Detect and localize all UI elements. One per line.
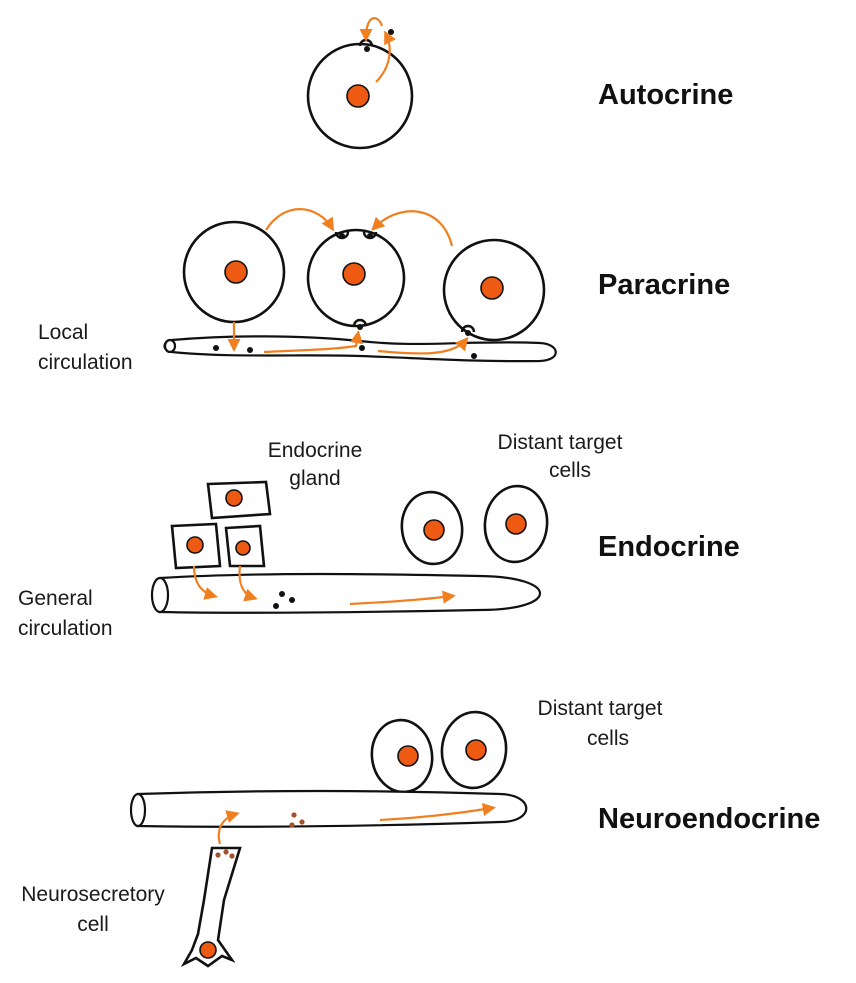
- vessel-opening: [129, 792, 147, 828]
- ligand: [339, 233, 345, 239]
- neurosecretory-nucleus: [199, 941, 217, 959]
- endocrine-gland-label-line1: Endocrine: [267, 439, 363, 462]
- autocrine-secretion-arrow: [375, 30, 397, 83]
- neuroendocrine-flow-arrow: [379, 802, 496, 822]
- target-nucleus: [465, 739, 487, 761]
- gland-nucleus: [225, 489, 243, 507]
- paracrine-title: Paracrine: [598, 269, 731, 301]
- neuroendocrine-target-label-line2: cells: [586, 727, 629, 750]
- general-circulation-vessel: [158, 572, 542, 614]
- autocrine-panel: [306, 17, 414, 150]
- neuroendocrine-target-label-line1: Distant target: [537, 697, 663, 720]
- neurosecretory-cell-body: [180, 846, 242, 968]
- receptor-right-bottom: [460, 324, 476, 333]
- endocrine-secretion-arrow-right: [238, 565, 258, 602]
- receptor-middle-bottom: [352, 318, 368, 327]
- hormone: [289, 597, 295, 603]
- autocrine-ligand-free: [388, 29, 394, 35]
- ligand: [359, 345, 365, 351]
- ligand: [465, 330, 471, 336]
- endocrine-flow-arrow: [349, 590, 456, 606]
- endocrine-target-label-line1: Distant target: [497, 431, 623, 454]
- general-circulation-label-line1: General: [18, 587, 93, 610]
- endocrine-title: Endocrine: [598, 531, 740, 563]
- autocrine-nucleus: [346, 84, 370, 108]
- ligand: [357, 324, 363, 330]
- paracrine-nucleus-right: [480, 276, 504, 300]
- secretory-granule: [223, 849, 229, 855]
- local-circulation-label-line1: Local: [38, 321, 89, 344]
- paracrine-arrow-left-to-middle: [265, 208, 335, 232]
- secretory-granule: [289, 822, 295, 828]
- endocrine-target-label-line2: cells: [548, 459, 591, 482]
- target-nucleus: [505, 513, 527, 535]
- paracrine-nucleus-middle: [342, 262, 366, 286]
- secretory-granule: [229, 853, 235, 859]
- neuroendocrine-title: Neuroendocrine: [598, 803, 821, 835]
- paracrine-arrow-vessel-to-right: [377, 337, 469, 355]
- target-nucleus: [397, 745, 419, 767]
- paracrine-nucleus-left: [224, 260, 248, 284]
- secretory-granule: [291, 812, 297, 818]
- autocrine-title: Autocrine: [598, 79, 734, 111]
- paracrine-arrow-right-to-middle: [371, 210, 454, 247]
- gland-nucleus: [186, 536, 204, 554]
- vessel-opening: [150, 576, 170, 614]
- general-circulation-label-line2: circulation: [18, 617, 113, 640]
- neurosecretory-cell-label-line1: Neurosecretory: [21, 883, 165, 906]
- neuroendocrine-panel: [129, 710, 528, 968]
- hormone: [279, 591, 285, 597]
- autocrine-ligand-bound: [364, 46, 370, 52]
- gland-nucleus: [235, 540, 251, 556]
- secretory-granule: [299, 819, 305, 825]
- ligand: [247, 347, 253, 353]
- neurosecretion-arrow: [217, 810, 240, 845]
- endocrine-gland-label-line2: gland: [289, 467, 341, 490]
- paracrine-panel: [163, 208, 557, 363]
- local-circulation-label-line2: circulation: [38, 351, 133, 374]
- neurosecretory-cell-label-line2: cell: [77, 913, 109, 936]
- ligand: [213, 345, 219, 351]
- vessel-opening: [163, 338, 177, 354]
- hormone: [273, 603, 279, 609]
- target-nucleus: [423, 519, 445, 541]
- secretory-granule: [215, 852, 221, 858]
- autocrine-binding-arrow: [359, 17, 384, 42]
- endocrine-secretion-arrow-left: [192, 565, 218, 600]
- paracrine-arrow-vessel-to-middle: [263, 330, 363, 354]
- endocrine-panel: [150, 480, 549, 614]
- ligand: [367, 233, 373, 239]
- neuroendocrine-vessel: [136, 789, 528, 828]
- ligand: [471, 353, 477, 359]
